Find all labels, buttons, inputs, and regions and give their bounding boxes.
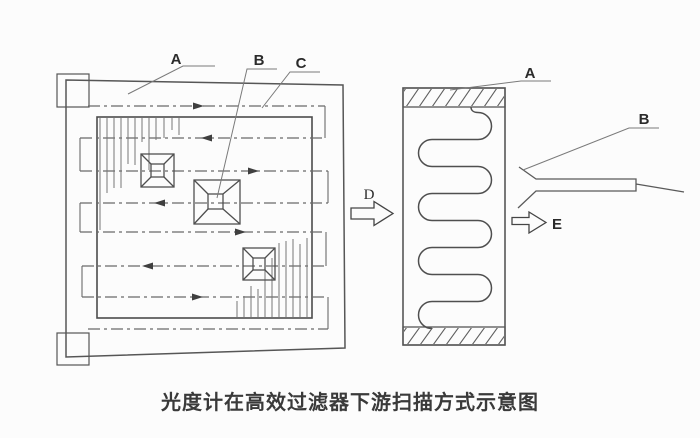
probe-outer-square	[242, 247, 276, 281]
probe-outer-square	[193, 179, 241, 225]
hatch-marks-bottom-right	[236, 238, 308, 317]
probe-symbol-3	[242, 247, 276, 281]
filter-inner-frame	[96, 116, 313, 319]
photometer-probe-outline	[517, 166, 685, 209]
probe-diagonals	[193, 179, 241, 225]
label-a-front-frame: A	[171, 51, 182, 68]
filter-side-outline	[402, 87, 506, 346]
gasket-band-bottom	[402, 326, 506, 346]
filter-outer-frame	[65, 79, 346, 358]
leader-lines-side	[449, 80, 659, 171]
probe-outer-square	[140, 153, 175, 188]
probe-diagonals	[242, 247, 276, 281]
frame-corner-tab-bottom	[56, 332, 90, 366]
label-b-front-probe: B	[254, 52, 265, 69]
hatch-marks-top-left	[99, 118, 180, 230]
frame-corner-tab-top	[56, 73, 90, 108]
gasket-hatch-top	[402, 87, 506, 108]
filter-side-view: A B D E	[350, 65, 685, 346]
hatch-lines-top	[404, 89, 504, 106]
leader-lines-front	[127, 65, 320, 199]
label-a-side-gasket: A	[525, 65, 536, 82]
probe-diagonals	[140, 153, 175, 188]
hatch-lines-bottom	[404, 328, 504, 344]
airflow-out-arrow-icon	[511, 210, 548, 235]
label-e-airflow-out: E	[552, 216, 562, 233]
probe-inner-square	[150, 163, 165, 178]
scan-direction-arrowheads	[142, 102, 259, 301]
figure-caption: 光度计在高效过滤器下游扫描方式示意图	[161, 392, 539, 414]
label-c-front-scan-path: C	[296, 55, 307, 72]
label-d-airflow-in: D	[364, 187, 375, 203]
scan-path-connectors	[79, 106, 329, 329]
gasket-hatch-bottom	[402, 326, 506, 346]
pleated-media-line	[417, 106, 493, 330]
probe-inner-square	[207, 193, 224, 210]
label-b-side-probe: B	[639, 111, 650, 128]
airflow-in-arrow-icon	[350, 200, 395, 227]
gasket-band-top	[402, 87, 506, 108]
probe-inner-square	[252, 257, 266, 271]
scan-path-lines	[80, 105, 328, 330]
filter-front-view: A B C	[56, 51, 346, 366]
probe-symbol-2	[193, 179, 241, 225]
probe-symbol-1	[140, 153, 175, 188]
